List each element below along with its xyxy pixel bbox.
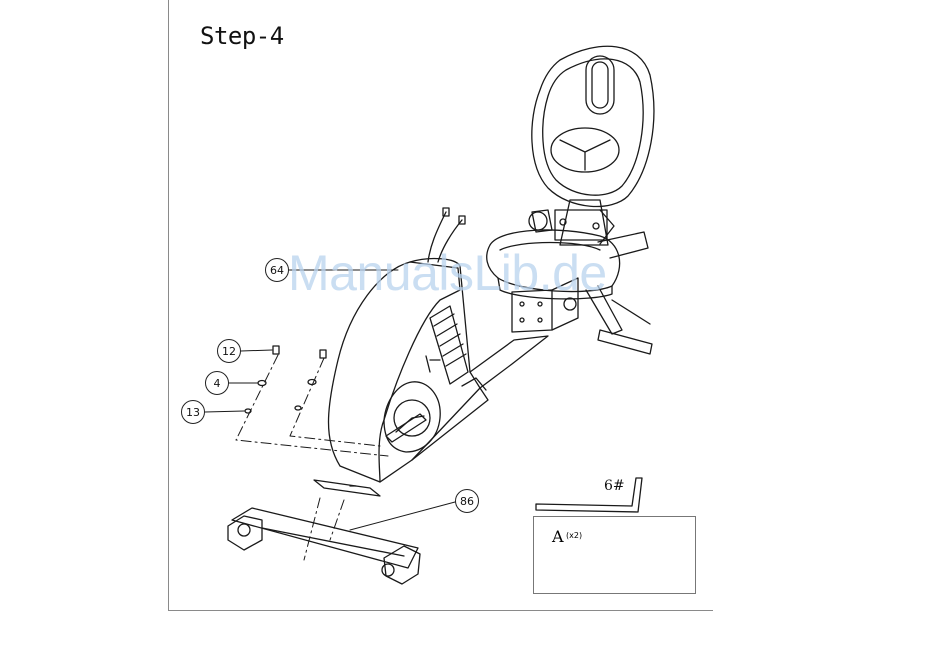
callout-4: 4: [205, 371, 229, 395]
callout-64: 64: [265, 258, 289, 282]
wrench-size-label: 6#: [604, 478, 625, 494]
allen-wrench-icon: [536, 478, 642, 512]
front-base-plate: [314, 480, 380, 496]
hardware-letter: A: [552, 527, 564, 546]
callout-12: 12: [217, 339, 241, 363]
guide-lines: [236, 355, 388, 560]
seat-bracket: [529, 200, 614, 245]
main-beam: [412, 336, 548, 460]
callout-86: 86: [455, 489, 479, 513]
callout-13: 13: [181, 400, 205, 424]
backrest: [532, 46, 654, 206]
watermark: ManualsLib.de: [288, 244, 607, 302]
hardware-exploded: [245, 346, 326, 413]
hardware-box: A (x2): [533, 516, 696, 594]
hardware-quantity: (x2): [566, 531, 582, 540]
